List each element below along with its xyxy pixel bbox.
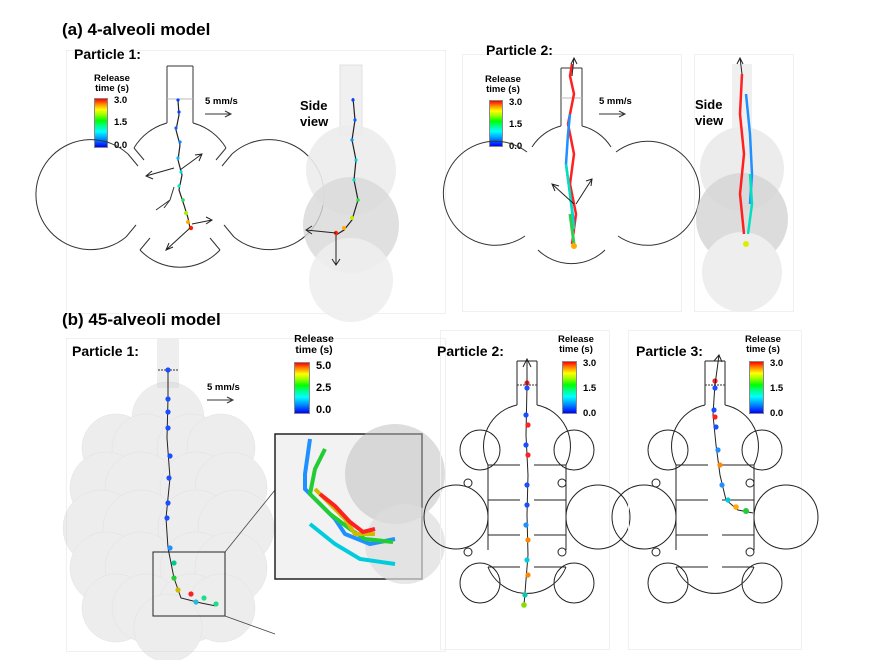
panel-b1-particle-label: Particle 1: [72,343,139,359]
legend-title-line1: Release [485,74,521,85]
legend-tick-max: 3.0 [583,358,597,369]
panel-b3-particle-label: Particle 3: [636,343,703,359]
legend-tick-mid: 2.5 [316,382,332,394]
panel-a2-particle-label: Particle 2: [486,42,553,58]
panel-a-particle2 [462,54,682,312]
panel-a2-side-view-label: Side view [695,97,724,128]
legend-tick-max: 3.0 [509,97,523,108]
panel-a2-legend-title: Release time (s) [478,75,528,95]
panel-a1-legend-title: Release time (s) [86,74,138,94]
legend-title-line2: time (s) [295,344,333,356]
alveoli-geometry-b2 [423,357,631,608]
legend-tick-max: 3.0 [114,95,128,106]
panel-b-particle2 [440,330,610,650]
legend-tick-min: 0.0 [583,408,597,419]
scale-arrow-icon [207,396,235,404]
legend-title-line1: Release [558,334,594,345]
zoom-inset [274,424,445,584]
legend-title-line1: Release [294,333,334,345]
panel-a2-colorbar [489,100,503,147]
side-view-a1 [303,64,399,322]
panel-b3-colorbar [749,361,764,414]
scale-arrow-icon [205,110,233,118]
panel-a-particle1 [66,50,446,314]
legend-title-line2: time (s) [486,84,520,95]
panel-a1-colorbar [94,98,108,148]
panel-a1-side-view-label: Side view [300,98,329,129]
legend-tick-mid: 1.5 [770,383,784,394]
legend-title-line1: Release [745,334,781,345]
panel-b-particle1 [66,338,446,652]
side-view-a2 [696,56,788,312]
legend-tick-mid: 1.5 [509,119,523,130]
legend-title-line2: time (s) [559,344,593,355]
panel-a1-particle-label: Particle 1: [74,46,141,62]
particle-trajectory [174,98,194,231]
legend-tick-min: 0.0 [509,141,523,152]
legend-tick-max: 5.0 [316,360,332,372]
legend-tick-mid: 1.5 [583,383,597,394]
alveoli-geometry-b1 [62,338,276,660]
legend-title-line2: time (s) [746,344,780,355]
alveoli-geometry-a2 [442,56,701,265]
legend-title-line2: time (s) [95,83,129,94]
legend-tick-max: 3.0 [770,358,784,369]
section-b-title: (b) 45-alveoli model [62,310,221,329]
scale-arrow-icon [599,110,627,118]
panel-b2-particle-label: Particle 2: [437,343,504,359]
panel-b3-legend-title: Release time (s) [738,335,788,355]
legend-tick-mid: 1.5 [114,117,128,128]
panel-b1-scale-label: 5 mm/s [207,382,240,393]
legend-tick-min: 0.0 [114,140,128,151]
panel-b2-legend-title: Release time (s) [551,335,601,355]
legend-title-line1: Release [94,73,130,84]
legend-tick-min: 0.0 [316,404,332,416]
panel-b1-colorbar [294,362,310,414]
panel-b1-legend-title: Release time (s) [286,334,342,356]
panel-a1-scale-label: 5 mm/s [205,96,238,107]
alveoli-geometry-b3 [611,354,819,604]
legend-tick-min: 0.0 [770,408,784,419]
panel-a2-scale-label: 5 mm/s [599,96,632,107]
alveoli-geometry-a1 [35,65,325,268]
velocity-arrows [145,153,213,251]
section-a-title: (a) 4-alveoli model [62,20,211,39]
panel-b-particle3 [628,330,802,650]
panel-b2-colorbar [562,361,577,414]
